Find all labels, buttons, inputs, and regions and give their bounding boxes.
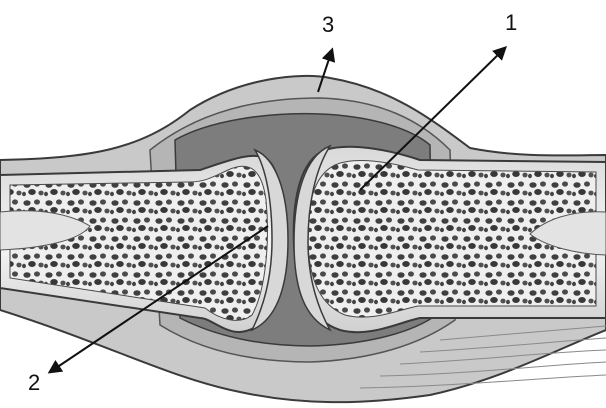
callout-2-label: 2 xyxy=(28,370,40,395)
callout-1-label: 1 xyxy=(505,10,517,35)
callout-3-label: 3 xyxy=(322,12,334,37)
